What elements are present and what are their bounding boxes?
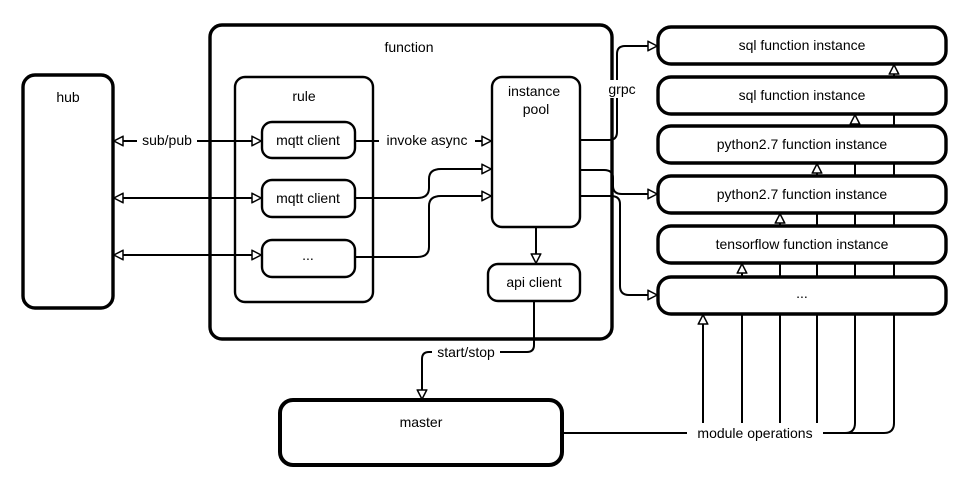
function-label: function [384, 39, 433, 55]
node-sql-instance-2: sql function instance [656, 75, 948, 116]
sql-instance-1-label: sql function instance [739, 37, 866, 53]
node-mqtt-client-1: mqtt client [260, 120, 357, 160]
tensorflow-instance-box [656, 224, 948, 265]
node-master: master [278, 398, 564, 467]
riser-to-sql-instance-1 [883, 74, 894, 434]
start-stop-label-mask [432, 343, 500, 361]
master-label: master [400, 414, 443, 430]
node-mqtt-client-2: mqtt client [260, 178, 357, 219]
node-rule-ellipsis: ... [260, 238, 357, 279]
edge-rule-ellipsis-pool [355, 196, 482, 258]
rule-ellipsis-label: ... [302, 247, 314, 263]
node-tensorflow-instance: tensorflow function instance [656, 224, 948, 265]
rule-label: rule [292, 88, 316, 104]
node-python-instance-1: python2.7 function instance [656, 124, 948, 165]
riser-to-sql-instance-2 [844, 124, 855, 434]
edge-pool-ellipsis-instance [580, 195, 648, 295]
sub-pub-label-mask [137, 130, 197, 149]
invoke-async-label: invoke async [387, 132, 468, 148]
python-instance-2-label: python2.7 function instance [717, 186, 888, 202]
hub-box [21, 73, 115, 310]
node-instance-pool: instance pool [490, 75, 582, 229]
invoke-async-label-mask [379, 130, 475, 149]
tensorflow-instance-label: tensorflow function instance [716, 236, 889, 252]
node-python-instance-2: python2.7 function instance [656, 174, 948, 215]
master-box [278, 398, 564, 467]
module-operations-label-mask [687, 423, 823, 442]
edge-module-operations-bus [562, 74, 894, 434]
python-instance-1-box [656, 124, 948, 165]
mqtt-client-2-label: mqtt client [276, 190, 340, 206]
mqtt-client-1-label: mqtt client [276, 132, 340, 148]
instance-pool-box [490, 75, 582, 229]
edge-labels: sub/pub invoke async grpc start/stop mod… [137, 80, 823, 442]
hub-label: hub [56, 89, 80, 105]
start-stop-label: start/stop [437, 344, 495, 360]
edge-mqtt2-pool [355, 169, 482, 199]
sql-instance-2-label: sql function instance [739, 87, 866, 103]
grpc-label: grpc [608, 81, 635, 97]
instance-pool-label: instance pool [508, 83, 564, 117]
node-ellipsis-instance: ... [656, 275, 948, 316]
node-api-client: api client [486, 262, 582, 303]
api-client-label: api client [506, 274, 561, 290]
module-operations-label: module operations [697, 425, 812, 441]
sql-instance-2-box [656, 75, 948, 116]
node-sql-instance-1: sql function instance [656, 25, 948, 66]
edge-pool-python2 [580, 169, 648, 194]
node-hub: hub [21, 73, 115, 310]
python-instance-1-label: python2.7 function instance [717, 136, 888, 152]
ellipsis-instance-label: ... [796, 285, 808, 301]
grpc-label-mask [603, 80, 641, 98]
sub-pub-label: sub/pub [142, 132, 192, 148]
